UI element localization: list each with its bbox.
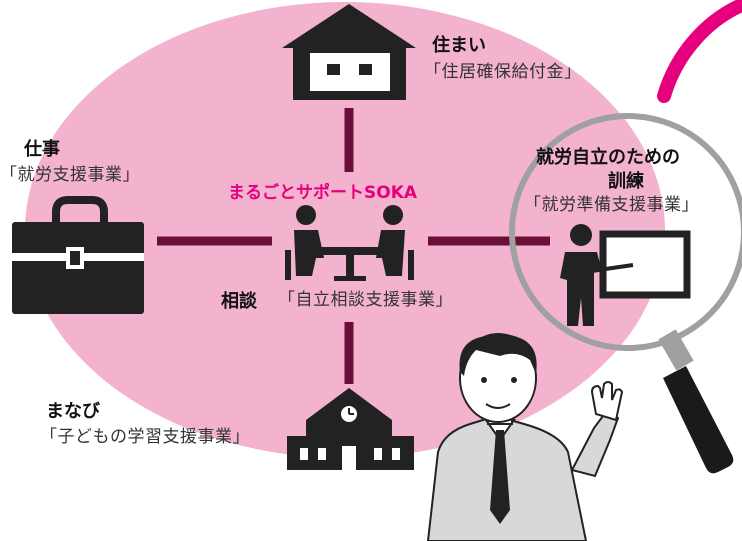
center-title: まるごとサポートSOKA [228,183,418,203]
teacher-at-board-icon [560,224,691,326]
training-program: 「就労準備支援事業」 [524,195,699,215]
learning-label: まなび [46,401,100,422]
housing-label: 住まい [432,35,486,56]
businessman-illustration [426,333,624,541]
consult-label: 相談 [221,291,257,312]
accent-stroke [657,0,742,103]
briefcase-icon [12,196,144,314]
learning-program: 「子どもの学習支援事業」 [40,427,250,447]
work-program: 「就労支援事業」 [0,165,140,185]
connector-lines [157,108,550,384]
magnifier-icon [509,113,742,474]
training-label-line2: 訓練 [608,171,644,192]
school-building-icon [287,388,414,470]
training-label-line1: 就労自立のための [536,147,680,168]
work-label: 仕事 [24,139,60,160]
house-icon [282,4,416,100]
housing-program: 「住居確保給付金」 [424,62,582,82]
consultation-icon [285,205,414,281]
consult-program: 「自立相談支援事業」 [278,290,453,310]
